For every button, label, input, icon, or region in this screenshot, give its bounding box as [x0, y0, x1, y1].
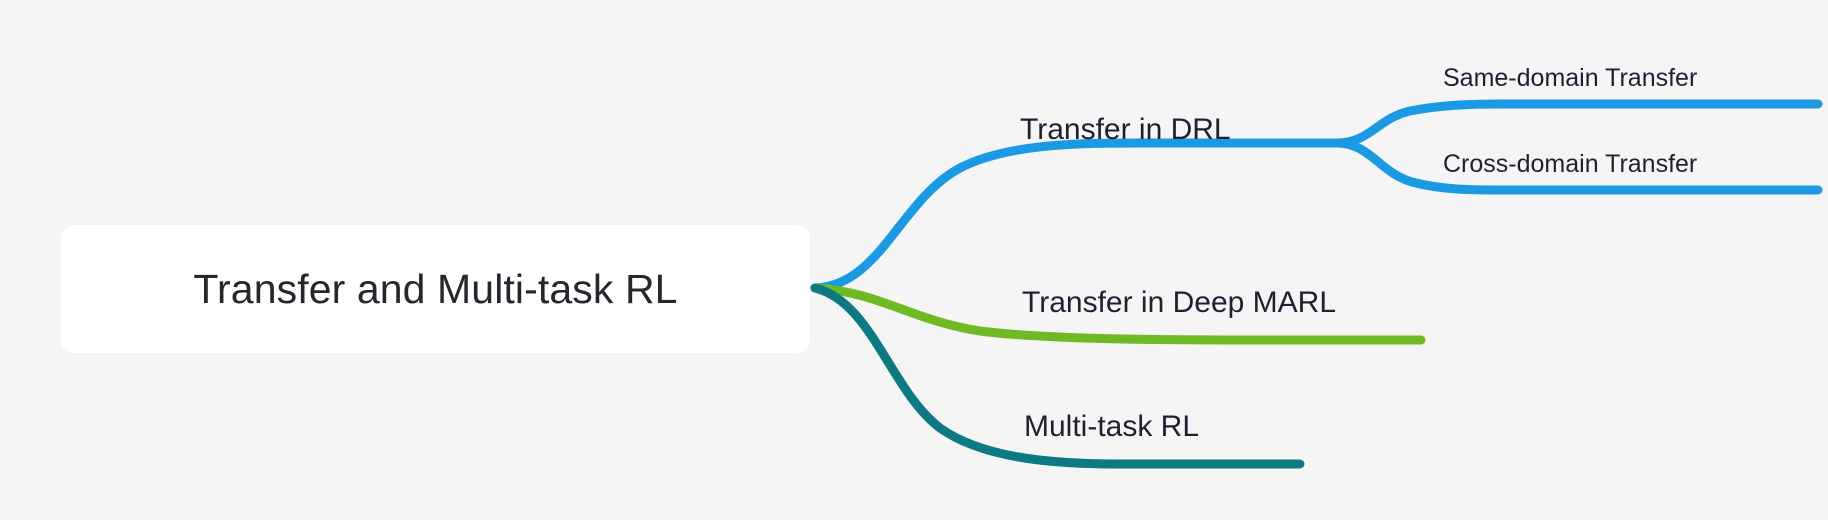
branch-curve-transfer-in-drl: [810, 138, 1342, 293]
root-node-label: Transfer and Multi-task RL: [193, 265, 678, 312]
node-label-transfer-in-drl[interactable]: Transfer in DRL: [1020, 113, 1231, 146]
node-label-transfer-in-deep-marl[interactable]: Transfer in Deep MARL: [1022, 286, 1337, 319]
node-label-same-domain-transfer[interactable]: Same-domain Transfer: [1443, 64, 1698, 92]
node-label-cross-domain-transfer[interactable]: Cross-domain Transfer: [1443, 150, 1698, 178]
branch-curve-cross-domain-transfer: [1332, 138, 1823, 195]
root-node-card[interactable]: Transfer and Multi-task RL: [61, 225, 810, 353]
branch-curve-multi-task-rl: [810, 283, 1305, 469]
node-label-multi-task-rl[interactable]: Multi-task RL: [1024, 410, 1200, 443]
branch-curve-transfer-in-deep-marl: [810, 283, 1426, 345]
branch-curve-same-domain-transfer: [1332, 99, 1823, 148]
